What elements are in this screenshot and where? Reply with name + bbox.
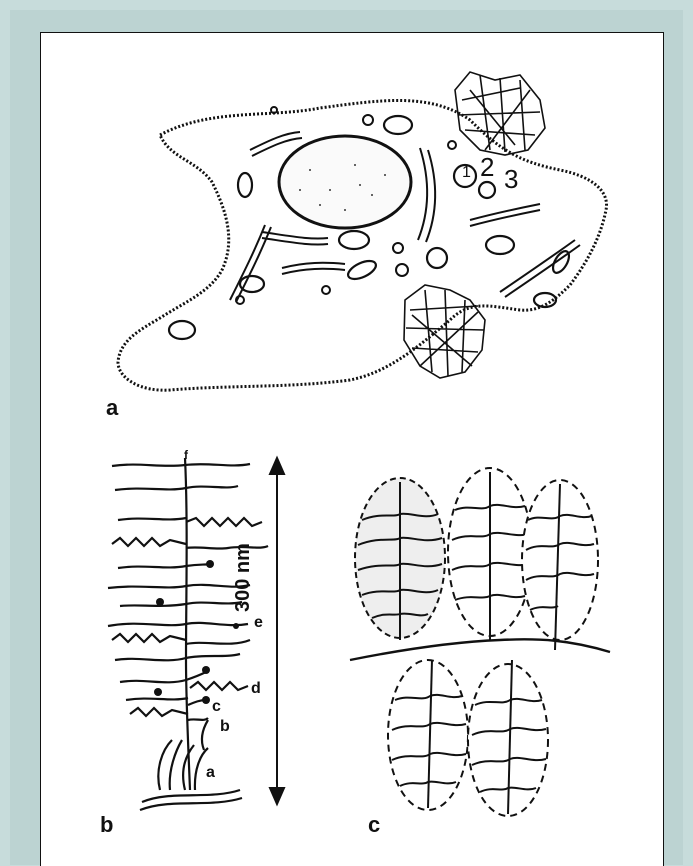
molecule-label-f: f — [184, 448, 188, 462]
panel-b-molecule — [108, 458, 284, 810]
molecule-label-d: d — [251, 680, 261, 698]
nucleus — [279, 136, 411, 228]
aggregate-2 — [448, 468, 532, 640]
panel-label-c: c — [368, 812, 380, 838]
aggregate-4 — [388, 660, 468, 810]
hyaluronan-strand — [350, 639, 610, 660]
aggregate-3 — [522, 480, 598, 650]
aggregate-1 — [355, 478, 445, 640]
panel-a-cell — [118, 72, 607, 390]
aggregate-5 — [468, 660, 548, 816]
molecule-label-a: a — [206, 764, 215, 782]
scale-arrow — [270, 458, 284, 804]
cell-number-2: 2 — [480, 152, 494, 183]
molecule-label-e: e — [254, 614, 263, 632]
panel-label-b: b — [100, 812, 113, 838]
molecule-label-b: b — [220, 718, 230, 736]
cell-number-1: 1 — [462, 164, 471, 182]
molecule-label-c: c — [212, 698, 221, 716]
panel-c-aggregates — [350, 468, 610, 816]
scale-label: 300 nm — [232, 543, 255, 612]
cell-number-3: 3 — [504, 164, 518, 195]
panel-label-a: a — [106, 395, 118, 421]
